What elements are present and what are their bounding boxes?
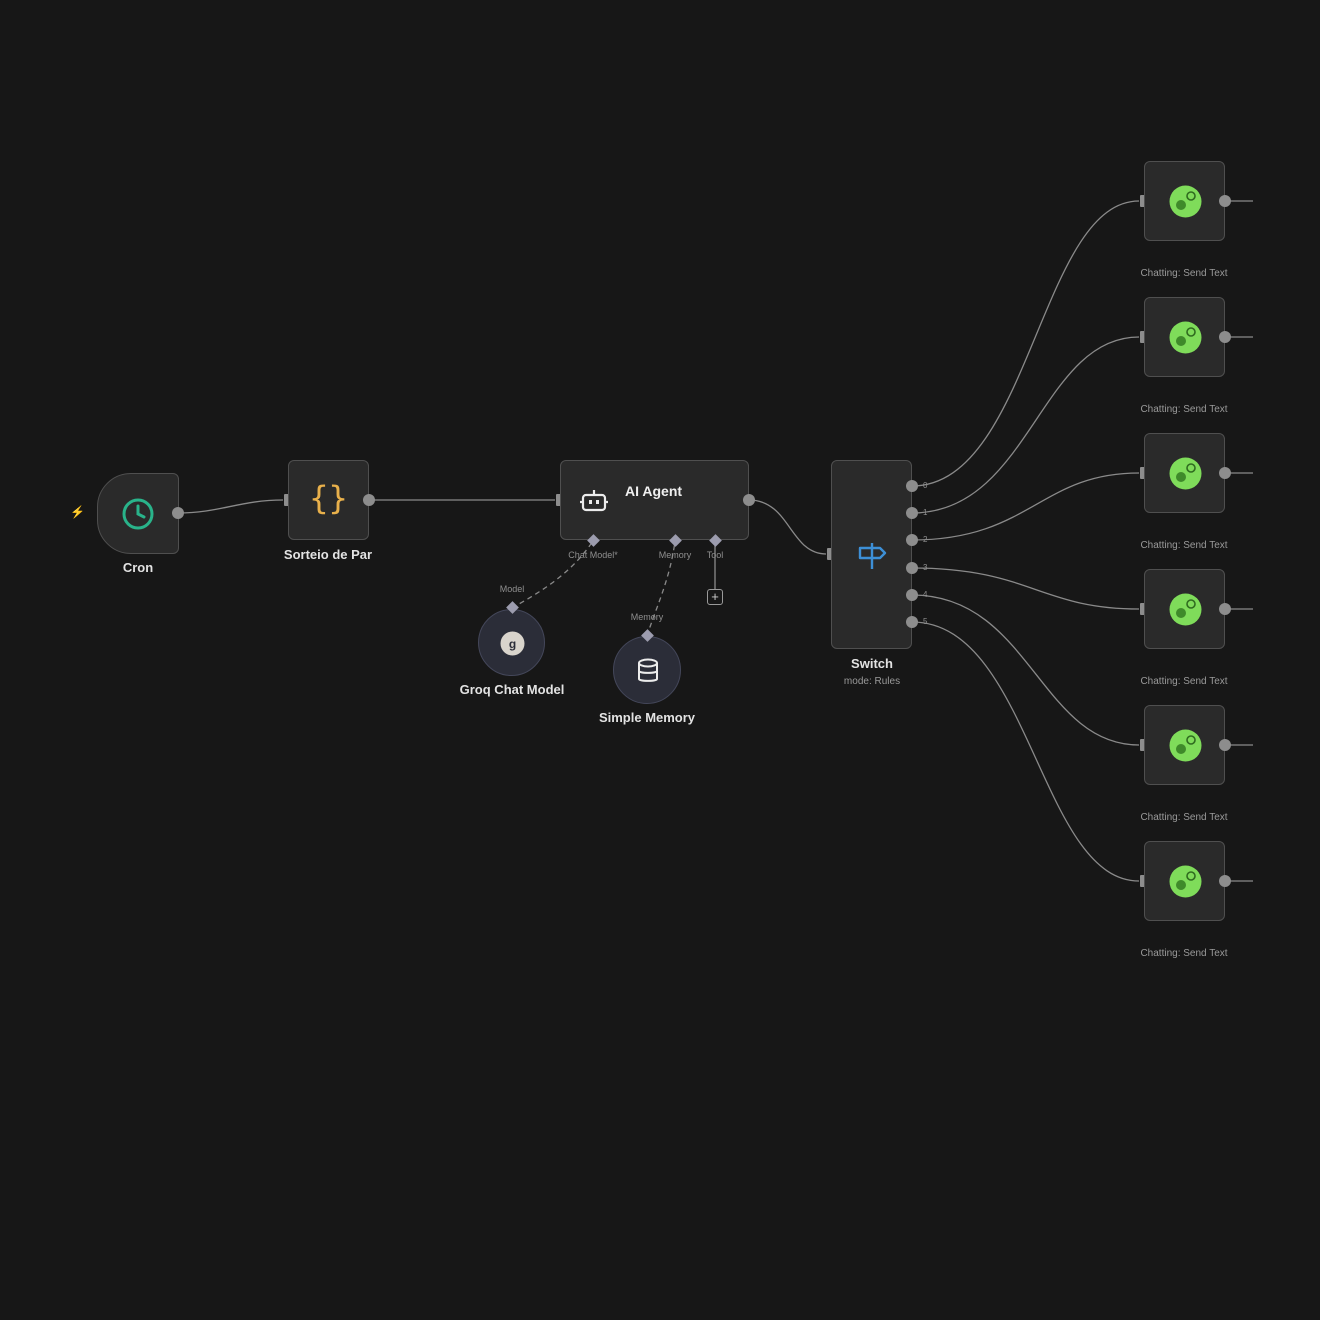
switch-output-label-3: 3 bbox=[923, 563, 928, 572]
chatting-output-handle[interactable] bbox=[1219, 875, 1231, 887]
switch-label: Switch bbox=[851, 656, 893, 671]
switch-output-4[interactable] bbox=[906, 589, 918, 601]
svg-text:g: g bbox=[509, 637, 516, 651]
chat-bubble-icon bbox=[1169, 185, 1202, 218]
chatting-label: Chatting: Send Text bbox=[1140, 812, 1228, 823]
switch-output-2[interactable] bbox=[906, 534, 918, 546]
agent-tool-label: Tool bbox=[706, 550, 724, 560]
connection-switch-out1 bbox=[911, 336, 1140, 514]
switch-output-label-2: 2 bbox=[923, 535, 928, 544]
chatting-output-handle[interactable] bbox=[1219, 195, 1231, 207]
chatting-label: Chatting: Send Text bbox=[1140, 404, 1228, 415]
memory-label: Simple Memory bbox=[598, 710, 696, 725]
clock-icon bbox=[122, 498, 154, 530]
connection-agent-switch bbox=[748, 499, 827, 555]
agent-input-handle[interactable] bbox=[556, 494, 561, 506]
groq-chat-model-node[interactable]: g bbox=[478, 609, 545, 676]
switch-output-3[interactable] bbox=[906, 562, 918, 574]
memory-port-label: Memory bbox=[630, 612, 664, 622]
connection-switch-out3 bbox=[911, 567, 1140, 610]
chatting-send-text-node[interactable] bbox=[1144, 161, 1225, 241]
chatting-output-handle[interactable] bbox=[1219, 739, 1231, 751]
chatting-label: Chatting: Send Text bbox=[1140, 540, 1228, 551]
code-input-handle[interactable] bbox=[284, 494, 289, 506]
agent-title: AI Agent bbox=[625, 483, 683, 499]
chatting-input-handle[interactable] bbox=[1140, 195, 1145, 207]
groq-label: Groq Chat Model bbox=[459, 682, 565, 697]
robot-icon bbox=[580, 490, 608, 512]
groq-port-label: Model bbox=[499, 584, 525, 594]
chatting-send-text-node[interactable] bbox=[1144, 841, 1225, 921]
chatting-input-handle[interactable] bbox=[1140, 331, 1145, 343]
ai-agent-node[interactable]: AI Agent bbox=[560, 460, 749, 540]
chatting-send-text-node[interactable] bbox=[1144, 297, 1225, 377]
add-tool-button[interactable]: + bbox=[707, 589, 723, 605]
chatting-input-handle[interactable] bbox=[1140, 875, 1145, 887]
switch-output-5[interactable] bbox=[906, 616, 918, 628]
connection-memory-agent bbox=[646, 540, 676, 637]
chat-bubble-icon bbox=[1169, 457, 1202, 490]
agent-chat-model-label: Chat Model* bbox=[568, 550, 618, 560]
connection-switch-out2 bbox=[911, 472, 1140, 541]
chatting-label: Chatting: Send Text bbox=[1140, 676, 1228, 687]
chatting-input-handle[interactable] bbox=[1140, 603, 1145, 615]
connection-switch-out4 bbox=[911, 594, 1140, 746]
connection-groq-agent bbox=[511, 540, 594, 609]
chatting-input-handle[interactable] bbox=[1140, 467, 1145, 479]
connection-switch-out0 bbox=[911, 200, 1140, 487]
switch-output-0[interactable] bbox=[906, 480, 918, 492]
switch-output-1[interactable] bbox=[906, 507, 918, 519]
signpost-icon bbox=[858, 543, 887, 569]
chatting-label: Chatting: Send Text bbox=[1140, 948, 1228, 959]
lightning-icon: ⚡ bbox=[70, 505, 85, 519]
cron-node[interactable] bbox=[97, 473, 179, 554]
code-output-handle[interactable] bbox=[363, 494, 375, 506]
chatting-output-handle[interactable] bbox=[1219, 331, 1231, 343]
chatting-send-text-node[interactable] bbox=[1144, 705, 1225, 785]
agent-output-handle[interactable] bbox=[743, 494, 755, 506]
switch-subtitle: mode: Rules bbox=[843, 676, 901, 687]
groq-icon: g bbox=[500, 631, 525, 656]
database-icon bbox=[638, 658, 658, 682]
connection-switch-out5 bbox=[911, 621, 1140, 882]
switch-output-label-5: 5 bbox=[923, 617, 928, 626]
chat-bubble-icon bbox=[1169, 729, 1202, 762]
chatting-send-text-node[interactable] bbox=[1144, 569, 1225, 649]
cron-label: Cron bbox=[122, 560, 154, 575]
switch-output-label-4: 4 bbox=[923, 590, 928, 599]
chat-bubble-icon bbox=[1169, 321, 1202, 354]
connection-cron-code bbox=[177, 499, 284, 514]
chatting-output-handle[interactable] bbox=[1219, 467, 1231, 479]
chatting-output-handle[interactable] bbox=[1219, 603, 1231, 615]
chat-bubble-icon bbox=[1169, 865, 1202, 898]
code-label: Sorteio de Par bbox=[283, 547, 373, 562]
simple-memory-node[interactable] bbox=[613, 636, 681, 704]
agent-memory-label: Memory bbox=[658, 550, 692, 560]
switch-output-label-0: 0 bbox=[923, 481, 928, 490]
braces-icon: {} bbox=[309, 479, 348, 517]
chatting-send-text-node[interactable] bbox=[1144, 433, 1225, 513]
chat-bubble-icon bbox=[1169, 593, 1202, 626]
switch-output-label-1: 1 bbox=[923, 508, 928, 517]
cron-output-handle[interactable] bbox=[172, 507, 184, 519]
chatting-input-handle[interactable] bbox=[1140, 739, 1145, 751]
code-node[interactable]: {} bbox=[288, 460, 369, 540]
switch-input-handle[interactable] bbox=[827, 548, 832, 560]
chatting-label: Chatting: Send Text bbox=[1140, 268, 1228, 279]
switch-node[interactable] bbox=[831, 460, 912, 649]
